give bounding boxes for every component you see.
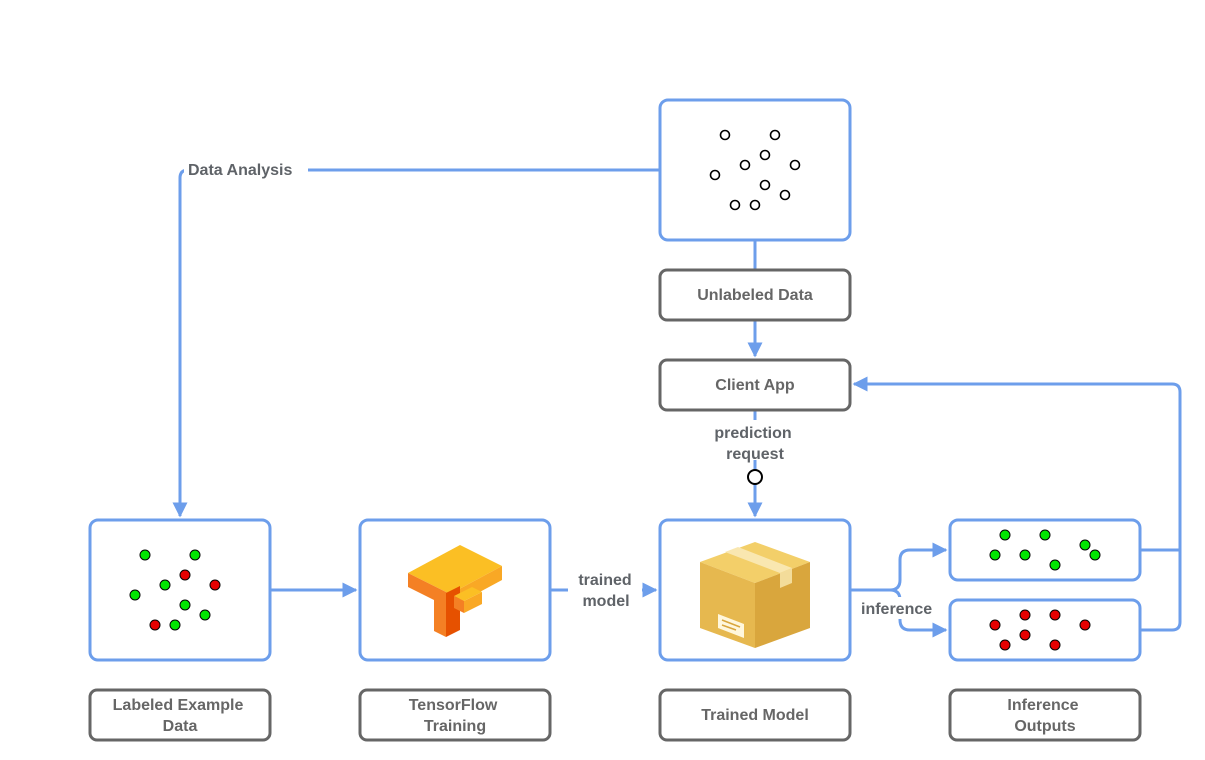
trained-model-caption — [658, 688, 852, 742]
labeled-data-box — [88, 518, 272, 662]
red-output-box — [948, 598, 1142, 662]
cardboard-box-icon — [700, 542, 810, 648]
unlabeled-data-caption-text: Unlabeled Data — [697, 287, 813, 304]
green-output-box — [948, 518, 1142, 582]
client-app-box — [658, 358, 852, 412]
inference-label: inference — [861, 601, 932, 618]
labeled-data-caption — [88, 688, 272, 742]
labeled-caption-line1: Labeled Example — [113, 697, 244, 714]
request-token-icon — [747, 469, 763, 485]
hollow-dots-icon — [709, 129, 801, 211]
tensorflow-caption — [358, 688, 552, 742]
data-analysis-label: Data Analysis — [188, 162, 292, 179]
feedback-connector — [852, 376, 1182, 632]
inference-caption-line1: Inference — [1007, 697, 1078, 714]
trained-label-line1: trained — [578, 572, 631, 589]
client-app-text: Client App — [715, 377, 795, 394]
data-analysis-connector — [172, 168, 660, 518]
tensorflow-caption-line1: TensorFlow — [409, 697, 498, 714]
tensorflow-caption-line2: Training — [424, 718, 486, 735]
trained-model-caption-text: Trained Model — [701, 707, 809, 724]
green-dots-icon — [989, 529, 1101, 571]
red-dots-icon — [989, 609, 1091, 651]
inference-label-bg — [857, 597, 943, 619]
data-analysis-label-bg — [184, 157, 308, 181]
inference-connector-bottom — [889, 588, 948, 638]
unlabeled-data-box — [658, 98, 852, 242]
trained-label-line2: model — [582, 593, 629, 610]
prediction-label-line2: request — [726, 446, 784, 463]
inference-connector-top — [850, 542, 948, 592]
trained-model-label-bg — [568, 566, 642, 612]
tensorflow-logo-icon — [408, 545, 502, 637]
inference-outputs-caption — [948, 688, 1142, 742]
prediction-label-line1: prediction — [714, 425, 791, 442]
inference-caption-line2: Outputs — [1014, 718, 1075, 735]
unlabeled-data-caption — [658, 268, 852, 322]
labeled-caption-line2: Data — [163, 718, 198, 735]
labeled-dots-icon — [129, 549, 221, 631]
